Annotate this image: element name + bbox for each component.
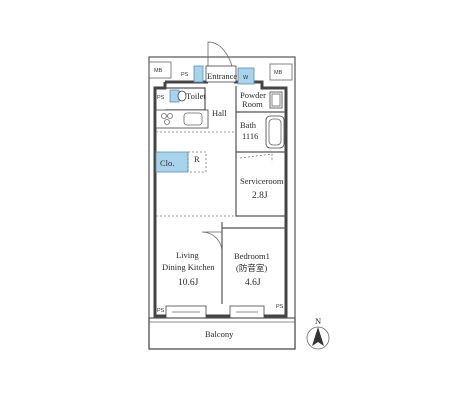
bedroom-size: 4.6J (245, 278, 261, 288)
ps-bottom-left: PS (157, 308, 165, 314)
bedroom-name: Bedroom1 (234, 251, 270, 261)
entrance-label: Entrance (207, 71, 237, 81)
toilet-label: Toilet (186, 91, 206, 101)
serviceroom-walls (235, 152, 286, 217)
washbasin (269, 91, 283, 109)
ps-top-left: PS (181, 72, 189, 78)
ps-mid-left: PS (157, 95, 165, 101)
toilet-bowl (177, 90, 187, 102)
hall-label: Hall (212, 108, 227, 118)
stove-burner-1 (161, 113, 167, 119)
closet-label: Clo. (160, 158, 174, 168)
north-compass-icon (306, 326, 330, 350)
refrigerator-label: R (194, 154, 200, 164)
serviceroom-size: 2.8J (252, 191, 268, 201)
balcony-label: Balcony (205, 329, 234, 339)
mb-right-label: MB (274, 70, 283, 76)
ldk-label-2: Dining Kitchen (162, 262, 215, 272)
w-mark: W (243, 75, 249, 81)
powder-room-label-1: Powder (240, 90, 266, 100)
serviceroom-door (239, 153, 273, 162)
bathtub-inner (268, 118, 282, 146)
kitchen-sink (183, 112, 203, 126)
powder-room-label-2: Room (242, 99, 263, 109)
mb-right-box (269, 63, 293, 81)
compass-north-label: N (315, 316, 321, 326)
refrigerator-space (187, 151, 207, 173)
washbasin-inner (271, 93, 281, 107)
entrance-threshold (205, 65, 237, 83)
bedroom-door (201, 231, 223, 253)
bathtub (265, 115, 285, 149)
mb-left-box (148, 61, 172, 79)
mb-left-label: MB (154, 68, 163, 74)
shoe-box-left (193, 65, 204, 83)
bath-label-2: 1116 (242, 131, 258, 141)
shoe-box-right (237, 67, 255, 85)
kitchen-counter (155, 109, 209, 129)
stove-burner-2 (167, 113, 173, 119)
ldk-label-1: Living (176, 250, 199, 260)
ldk-size: 10.6J (178, 278, 199, 288)
stove-burner-3 (164, 119, 170, 125)
ps-bottom-right: PS (276, 304, 284, 310)
bedroom-sub: (防音室) (236, 263, 267, 273)
balcony-area (148, 317, 296, 350)
bath-label-1: Bath (240, 120, 257, 130)
serviceroom-name: Serviceroom (240, 176, 284, 186)
